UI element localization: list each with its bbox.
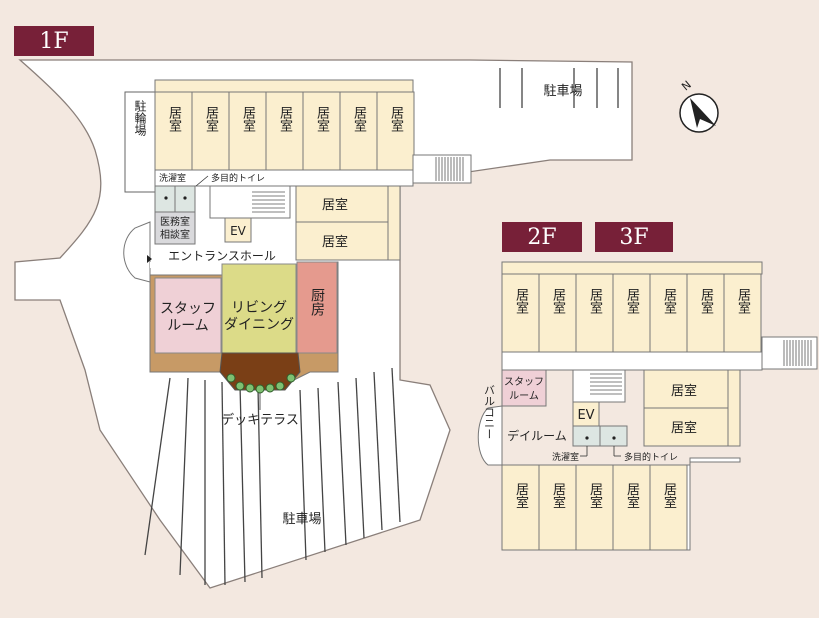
entrance-hall-label: エントランスホール [168,249,276,263]
floor-tag-2f: 2F [502,222,582,252]
deck-trees [226,373,296,394]
living-dining-label-b: ダイニング [224,317,294,333]
first-floor-building: 駐輪場 居室居室居室居室居室居室居室 洗濯室 多目的トイレ 医務室 相談室 EV… [123,79,472,428]
elevator-label-upper: EV [577,408,594,423]
upper-bottom-room-cell [575,464,614,551]
upper-top-room-label: 居室 [550,288,566,314]
compass: N [679,78,719,133]
multipurpose-toilet-label-upper: 多目的トイレ [624,451,678,463]
medical-room-label: 医務室 [160,215,190,228]
staff-room-label-1f-a: スタッフ [160,301,216,317]
parking-label-bottom: 駐車場 [282,512,321,527]
floor-tag-3f: 3F [595,222,673,252]
deck-terrace-label: デッキテラス [221,412,299,428]
upper-top-room-label: 居室 [624,288,640,314]
elevator-label-1f: EV [230,224,247,238]
parking-stripes [499,68,619,108]
upper-top-room-label: 居室 [698,288,714,314]
first-floor-room-label: 居室 [203,106,219,132]
first-floor-room-cell [228,91,267,171]
bike-parking-label: 駐輪場 [133,99,147,137]
laundry-label: 洗濯室 [159,172,186,184]
kitchen-label: 厨房 [309,288,325,316]
room-label-1f-right-b: 居室 [322,234,348,250]
upper-top-room-label: 居室 [513,288,529,314]
first-floor-room-label: 居室 [277,106,293,132]
upper-top-room-cell [538,273,577,353]
first-floor-room-label: 居室 [314,106,330,132]
first-floor-room-label: 居室 [388,106,404,132]
upper-top-room-label: 居室 [587,288,603,314]
upper-top-room-label: 居室 [735,288,751,314]
upper-top-room-cell [649,273,688,353]
first-floor-room-row: 居室居室居室居室居室居室居室 [154,91,415,171]
upper-top-room-label: 居室 [661,288,677,314]
multipurpose-toilet-label: 多目的トイレ [211,172,265,184]
laundry-label-upper: 洗濯室 [552,451,579,463]
upper-bottom-room-label: 居室 [624,483,640,509]
first-floor-room-label: 居室 [166,106,182,132]
upper-bottom-room-cell [538,464,577,551]
first-floor-room-cell [302,91,341,171]
upper-bottom-room-cell [649,464,688,551]
upper-top-room-cell [575,273,614,353]
upper-bottom-room-label: 居室 [587,483,603,509]
room-label-1f-right-a: 居室 [322,197,348,213]
upper-bottom-room-label: 居室 [661,483,677,509]
consultation-room-label: 相談室 [160,228,190,241]
floor-tag-1f: 1F [14,26,94,56]
room-label-upper-right-a: 居室 [671,383,697,399]
parking-label-top: 駐車場 [543,84,582,99]
upper-bottom-room-label: 居室 [513,483,529,509]
staff-room-label-upper-b: ルーム [509,390,539,402]
parking-stripes-lower [144,367,401,586]
upper-bottom-room-cell [612,464,651,551]
balcony-label: バルコニー [483,385,496,440]
first-floor-room-label: 居室 [351,106,367,132]
upper-top-room-cell [686,273,725,353]
room-label-upper-right-b: 居室 [671,420,697,436]
day-room-label: デイルーム [507,428,567,443]
upper-bottom-room-label: 居室 [550,483,566,509]
upper-bottom-room-cell [501,464,540,551]
first-floor-room-cell [339,91,378,171]
compass-north-label: N [679,78,694,93]
first-floor-room-cell [376,91,415,171]
living-dining-label-a: リビング [231,300,287,316]
upper-floor-building: 居室居室居室居室居室居室居室 スタッフ ルーム EV バルコニー デイルーム 洗… [477,261,818,551]
staff-room-label-1f-b: ルーム [167,318,209,334]
staff-room-label-upper-a: スタッフ [504,376,544,388]
upper-top-room-cell [501,273,540,353]
first-floor-room-label: 居室 [240,106,256,132]
